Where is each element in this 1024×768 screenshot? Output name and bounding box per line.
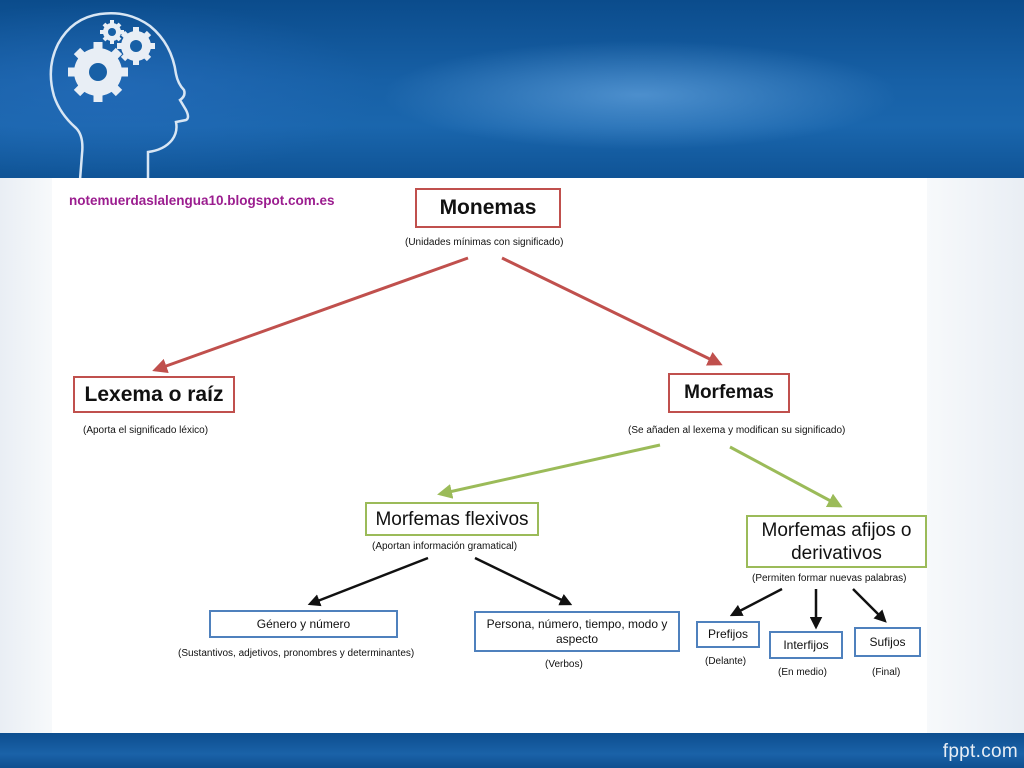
note-genero: (Sustantivos, adjetivos, pronombres y de… [178, 648, 415, 659]
diagram-area [52, 178, 927, 680]
header-glow [380, 40, 900, 150]
note-sufijos: (Final) [872, 667, 901, 678]
node-morfemas: Morfemas [668, 373, 790, 413]
arrow-morfemas-afijos [729, 445, 843, 508]
node-sufijos-title: Sufijos [869, 634, 906, 649]
arrow-monemas-lexema [152, 256, 469, 374]
arrow-monemas-morfemas [501, 256, 723, 366]
footer-brand: fppt.com [942, 741, 1018, 762]
side-shade-left [0, 178, 52, 733]
node-monemas: Monemas [415, 188, 561, 228]
node-sufijos: Sufijos [854, 627, 921, 657]
node-genero: Género y número [209, 610, 398, 638]
side-shade-right [927, 178, 1024, 733]
footer-bar [0, 733, 1024, 768]
header-banner [0, 0, 1024, 180]
note-persona: (Verbos) [545, 659, 583, 670]
arrow-morfemas-flexivos [437, 443, 661, 499]
note-flexivos: (Aportan información gramatical) [372, 541, 518, 552]
arrow-afijos-prefijos [729, 587, 783, 617]
node-flexivos: Morfemas flexivos [365, 502, 539, 536]
node-interfijos-title: Interfijos [783, 637, 829, 652]
node-flexivos-title: Morfemas flexivos [375, 508, 529, 530]
watermark-url: notemuerdaslalengua10.blogspot.com.es [69, 193, 335, 208]
arrow-flexivos-persona [474, 556, 573, 606]
node-prefijos-title: Prefijos [707, 627, 748, 641]
note-monemas: (Unidades mínimas con significado) [405, 237, 564, 248]
note-interfijos: (En medio) [778, 667, 827, 678]
note-morfemas: (Se añaden al lexema y modifican su sign… [628, 425, 846, 436]
node-prefijos: Prefijos [696, 621, 760, 648]
node-persona: Persona, número, tiempo, modo y aspecto [474, 611, 680, 652]
note-prefijos: (Delante) [705, 656, 747, 667]
node-lexema-title: Lexema o raíz [84, 382, 224, 406]
node-monemas-title: Monemas [439, 196, 537, 219]
node-interfijos: Interfijos [769, 631, 843, 659]
node-persona-title: Persona, número, tiempo, modo y aspecto [486, 616, 668, 646]
arrow-flexivos-genero [307, 556, 429, 607]
node-morfemas-title: Morfemas [684, 382, 774, 403]
header-glow-left [0, 0, 380, 180]
note-afijos: (Permiten formar nuevas palabras) [752, 573, 907, 584]
head-with-gears-icon [49, 12, 190, 180]
node-afijos-title: Morfemas afijos o derivativos [761, 519, 912, 564]
node-lexema: Lexema o raíz [73, 376, 235, 413]
note-lexema: (Aporta el significado léxico) [83, 425, 209, 436]
node-genero-title: Género y número [256, 616, 351, 631]
node-afijos: Morfemas afijos o derivativos [746, 515, 927, 568]
arrow-afijos-sufijos [852, 588, 887, 623]
